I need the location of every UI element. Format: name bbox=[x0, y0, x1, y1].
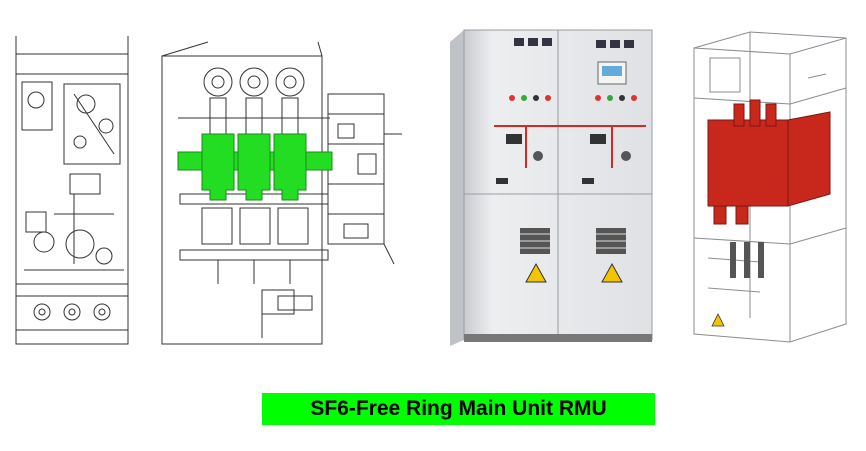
green-highlight bbox=[177, 133, 333, 201]
side-section-drawing bbox=[14, 34, 132, 346]
mimic-diagram bbox=[494, 125, 646, 168]
cabinet-photo-svg bbox=[450, 29, 653, 346]
front-section-drawing-svg bbox=[161, 41, 402, 345]
cutaway-render bbox=[690, 28, 850, 346]
caption-banner: SF6-Free Ring Main Unit RMU bbox=[262, 393, 655, 425]
cutaway-render-svg bbox=[693, 31, 847, 343]
cabinet-photo bbox=[450, 28, 656, 348]
cable-terminals bbox=[730, 242, 764, 278]
red-switch-mechanism bbox=[707, 99, 831, 225]
front-section-drawing bbox=[158, 34, 406, 346]
side-section-drawing-svg bbox=[15, 36, 129, 345]
